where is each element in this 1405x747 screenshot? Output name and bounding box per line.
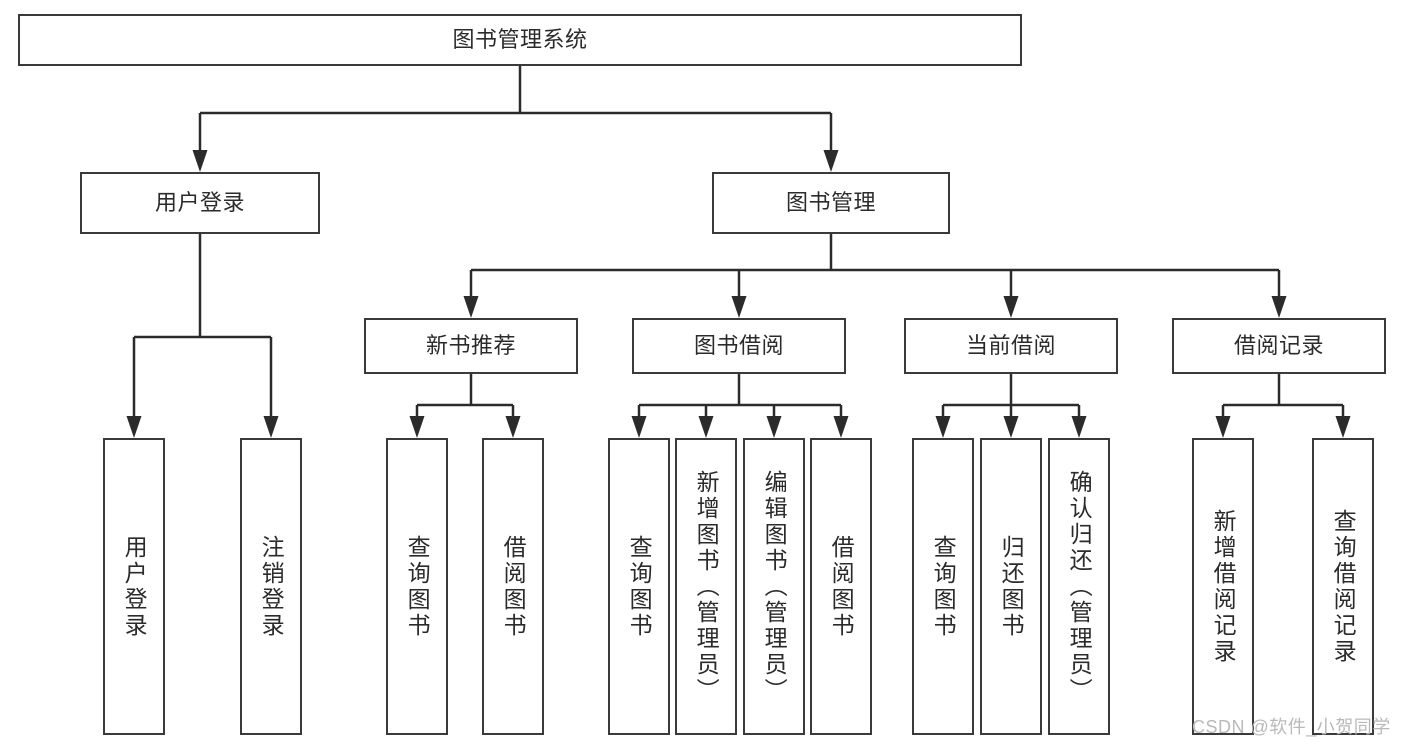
arrow-to-leaf-user-login: [126, 416, 142, 438]
node-leaf-borrow-query[interactable]: 查询图书: [608, 438, 670, 735]
node-label-borrow-record: 借阅记录: [1233, 333, 1324, 359]
node-leaf-rec-query[interactable]: 查询图书: [386, 438, 448, 735]
arrow-to-user-login: [192, 150, 208, 172]
arrow-heads: [126, 113, 1351, 438]
node-leaf-cur-return[interactable]: 归还图书: [980, 438, 1042, 735]
node-leaf-borrow-edit[interactable]: 编辑图书（管理员）: [743, 438, 805, 735]
arrow-to-leaf-rec-add: [1215, 416, 1231, 438]
node-leaf-cur-query[interactable]: 查询图书: [912, 438, 974, 735]
watermark-label: CSDN @软件_小贺同学: [1192, 717, 1391, 737]
node-user-login[interactable]: 用户登录: [80, 172, 320, 234]
node-label-leaf-user-logout: 注销登录: [258, 534, 285, 639]
node-current-borrow[interactable]: 当前借阅: [904, 318, 1118, 374]
node-label-book-borrow: 图书借阅: [693, 333, 784, 359]
node-new-book-rec[interactable]: 新书推荐: [364, 318, 578, 374]
node-book-manage[interactable]: 图书管理: [712, 172, 950, 234]
node-leaf-rec-borrow[interactable]: 借阅图书: [482, 438, 544, 735]
arrow-to-book-manage: [823, 150, 839, 172]
node-label-book-manage: 图书管理: [785, 190, 876, 216]
arrow-to-book-borrow: [731, 296, 747, 318]
arrow-to-leaf-borrow-query: [631, 416, 647, 438]
node-label-leaf-borrow-lend: 借阅图书: [828, 534, 855, 639]
arrow-to-leaf-borrow-add: [698, 416, 714, 438]
node-label-leaf-borrow-query: 查询图书: [626, 534, 653, 639]
node-leaf-user-logout[interactable]: 注销登录: [240, 438, 302, 735]
node-leaf-rec-add[interactable]: 新增借阅记录: [1192, 438, 1254, 735]
node-borrow-record[interactable]: 借阅记录: [1172, 318, 1386, 374]
arrow-to-leaf-rec-query: [409, 416, 425, 438]
arrow-to-borrow-record: [1271, 296, 1287, 318]
arrow-to-current-borrow: [1003, 296, 1019, 318]
node-label-current-borrow: 当前借阅: [965, 333, 1056, 359]
arrow-to-leaf-cur-return: [1003, 416, 1019, 438]
arrow-to-leaf-cur-confirm: [1071, 416, 1087, 438]
node-label-user-login: 用户登录: [154, 190, 245, 216]
node-label-leaf-user-login: 用户登录: [121, 534, 148, 639]
node-leaf-borrow-lend[interactable]: 借阅图书: [810, 438, 872, 735]
node-root[interactable]: 图书管理系统: [18, 14, 1022, 66]
node-label-leaf-borrow-edit: 编辑图书（管理员）: [761, 469, 788, 704]
arrow-to-leaf-cur-query: [935, 416, 951, 438]
node-leaf-rec-query2[interactable]: 查询借阅记录: [1312, 438, 1374, 735]
node-label-leaf-cur-confirm: 确认归还（管理员）: [1066, 469, 1093, 704]
connector-lines: [134, 66, 1343, 407]
node-label-leaf-rec-add: 新增借阅记录: [1210, 508, 1237, 665]
arrow-to-leaf-borrow-edit: [766, 416, 782, 438]
node-label-new-book-rec: 新书推荐: [425, 333, 516, 359]
node-label-leaf-borrow-add: 新增图书（管理员）: [693, 469, 720, 704]
node-leaf-borrow-add[interactable]: 新增图书（管理员）: [675, 438, 737, 735]
arrow-to-leaf-user-logout: [263, 416, 279, 438]
node-book-borrow[interactable]: 图书借阅: [632, 318, 846, 374]
node-label-leaf-rec-query: 查询图书: [404, 534, 431, 639]
node-label-leaf-cur-query: 查询图书: [930, 534, 957, 639]
arrow-to-leaf-borrow-lend: [833, 416, 849, 438]
arrow-to-new-book-rec: [463, 296, 479, 318]
arrow-to-leaf-rec-borrow: [505, 416, 521, 438]
arrow-to-leaf-rec-query2: [1335, 416, 1351, 438]
node-label-leaf-rec-query2: 查询借阅记录: [1330, 508, 1357, 665]
node-leaf-cur-confirm[interactable]: 确认归还（管理员）: [1048, 438, 1110, 735]
node-leaf-user-login[interactable]: 用户登录: [103, 438, 165, 735]
node-label-leaf-cur-return: 归还图书: [998, 534, 1025, 639]
node-label-leaf-rec-borrow: 借阅图书: [500, 534, 527, 639]
node-label-root: 图书管理系统: [452, 27, 588, 53]
